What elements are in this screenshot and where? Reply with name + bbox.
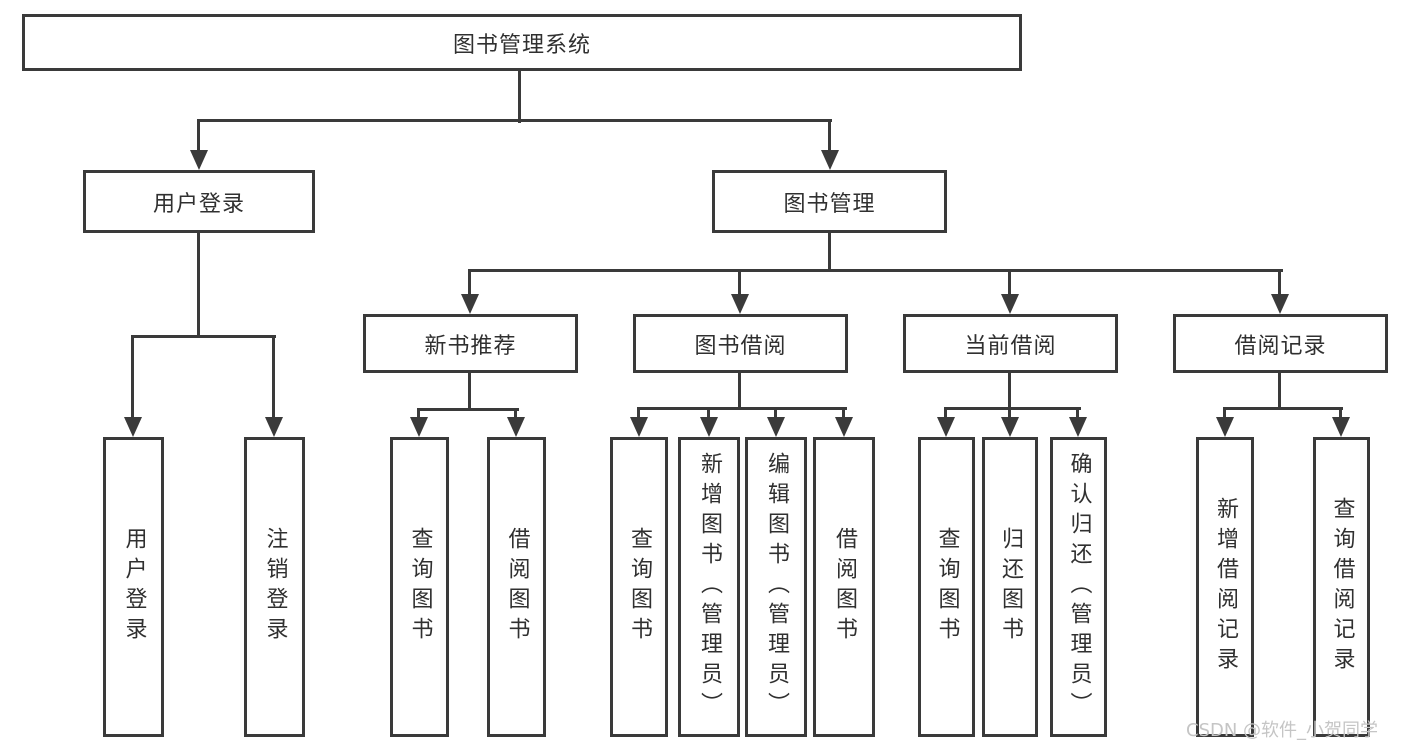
arrowhead-icon <box>1216 417 1234 437</box>
leaf-query-books-2: 查询图书 <box>610 437 668 737</box>
node-label: 新书推荐 <box>424 333 517 359</box>
node-label: 查询图书 <box>934 527 960 647</box>
arrowhead-icon <box>410 417 428 437</box>
arrowhead-icon <box>1332 417 1350 437</box>
leaf-query-books-3: 查询图书 <box>918 437 975 737</box>
node-label: 查询图书 <box>407 527 433 647</box>
leaf-logout: 注销登录 <box>244 437 305 737</box>
arrowhead-icon <box>630 417 648 437</box>
node-label: 查询借阅记录 <box>1329 497 1355 677</box>
connector-line <box>944 407 947 419</box>
arrowhead-icon <box>190 150 208 170</box>
node-label: 图书借阅 <box>694 333 787 359</box>
arrowhead-icon <box>265 417 283 437</box>
node-label: 当前借阅 <box>964 333 1057 359</box>
arrowhead-icon <box>731 294 749 314</box>
connector-line <box>518 71 521 123</box>
connector-line <box>468 269 471 296</box>
connector-line <box>417 408 519 411</box>
arrowhead-icon <box>1001 417 1019 437</box>
connector-line <box>774 407 777 419</box>
node-label: 用户登录 <box>152 191 245 217</box>
connector-line <box>1223 407 1343 410</box>
node-label: 注销登录 <box>262 527 288 647</box>
connector-line <box>198 119 832 122</box>
section-book-borrow: 图书借阅 <box>633 314 848 373</box>
arrowhead-icon <box>1271 294 1289 314</box>
node-label: 借阅图书 <box>832 527 857 647</box>
section-borrow-records: 借阅记录 <box>1173 314 1388 373</box>
connector-line <box>637 407 847 410</box>
arrowhead-icon <box>835 417 853 437</box>
leaf-return-books: 归还图书 <box>982 437 1038 737</box>
leaf-edit-book-admin: 编辑图书（管理员） <box>745 437 807 737</box>
connector-line <box>1223 407 1226 419</box>
connector-line <box>738 373 741 409</box>
leaf-query-books-1: 查询图书 <box>390 437 449 737</box>
node-label: 图书管理 <box>783 191 876 217</box>
node-label: 用户登录 <box>121 527 147 647</box>
leaf-user-login: 用户登录 <box>103 437 164 737</box>
node-label: 新增图书（管理员） <box>697 452 722 722</box>
connector-line <box>828 119 831 152</box>
connector-line <box>514 408 517 419</box>
branch-book-management: 图书管理 <box>712 170 947 233</box>
leaf-borrow-books-1: 借阅图书 <box>487 437 546 737</box>
connector-line <box>637 407 640 419</box>
watermark: CSDN @软件_小贺同学 <box>1186 720 1379 741</box>
connector-line <box>197 119 200 152</box>
connector-line <box>272 335 275 419</box>
arrowhead-icon <box>821 150 839 170</box>
connector-line <box>1008 407 1011 419</box>
node-library-system: 图书管理系统 <box>22 14 1022 71</box>
node-label: 借阅记录 <box>1234 333 1327 359</box>
connector-line <box>1008 269 1011 296</box>
node-label: 确认归还（管理员） <box>1066 452 1092 722</box>
leaf-add-book-admin: 新增图书（管理员） <box>678 437 740 737</box>
connector-line <box>1008 373 1011 409</box>
node-label: 归还图书 <box>998 527 1023 647</box>
leaf-add-borrow-record: 新增借阅记录 <box>1196 437 1254 737</box>
connector-line <box>842 407 845 419</box>
connector-line <box>197 233 200 337</box>
arrowhead-icon <box>1001 294 1019 314</box>
node-label: 借阅图书 <box>504 527 530 647</box>
leaf-query-borrow-record: 查询借阅记录 <box>1313 437 1370 737</box>
leaf-confirm-return-admin: 确认归还（管理员） <box>1050 437 1107 737</box>
leaf-borrow-books-2: 借阅图书 <box>813 437 875 737</box>
arrowhead-icon <box>124 417 142 437</box>
arrowhead-icon <box>767 417 785 437</box>
arrowhead-icon <box>700 417 718 437</box>
connector-line <box>1076 407 1079 419</box>
arrowhead-icon <box>507 417 525 437</box>
connector-line <box>417 408 420 419</box>
connector-line <box>1278 269 1281 296</box>
section-new-book-recommend: 新书推荐 <box>363 314 578 373</box>
node-label: 查询图书 <box>627 527 652 647</box>
arrowhead-icon <box>1069 417 1087 437</box>
connector-line <box>131 335 134 419</box>
branch-user-login: 用户登录 <box>83 170 315 233</box>
connector-line <box>1339 407 1342 419</box>
connector-line <box>468 269 1283 272</box>
connector-line <box>738 269 741 296</box>
node-label: 图书管理系统 <box>452 32 591 58</box>
connector-line <box>944 407 1081 410</box>
connector-line <box>131 335 276 338</box>
arrowhead-icon <box>461 294 479 314</box>
node-label: 新增借阅记录 <box>1213 497 1238 677</box>
node-label: 编辑图书（管理员） <box>764 452 789 722</box>
connector-line <box>1278 373 1281 409</box>
section-current-borrow: 当前借阅 <box>903 314 1118 373</box>
connector-line <box>828 233 831 271</box>
arrowhead-icon <box>937 417 955 437</box>
connector-line <box>468 373 471 410</box>
connector-line <box>707 407 710 419</box>
